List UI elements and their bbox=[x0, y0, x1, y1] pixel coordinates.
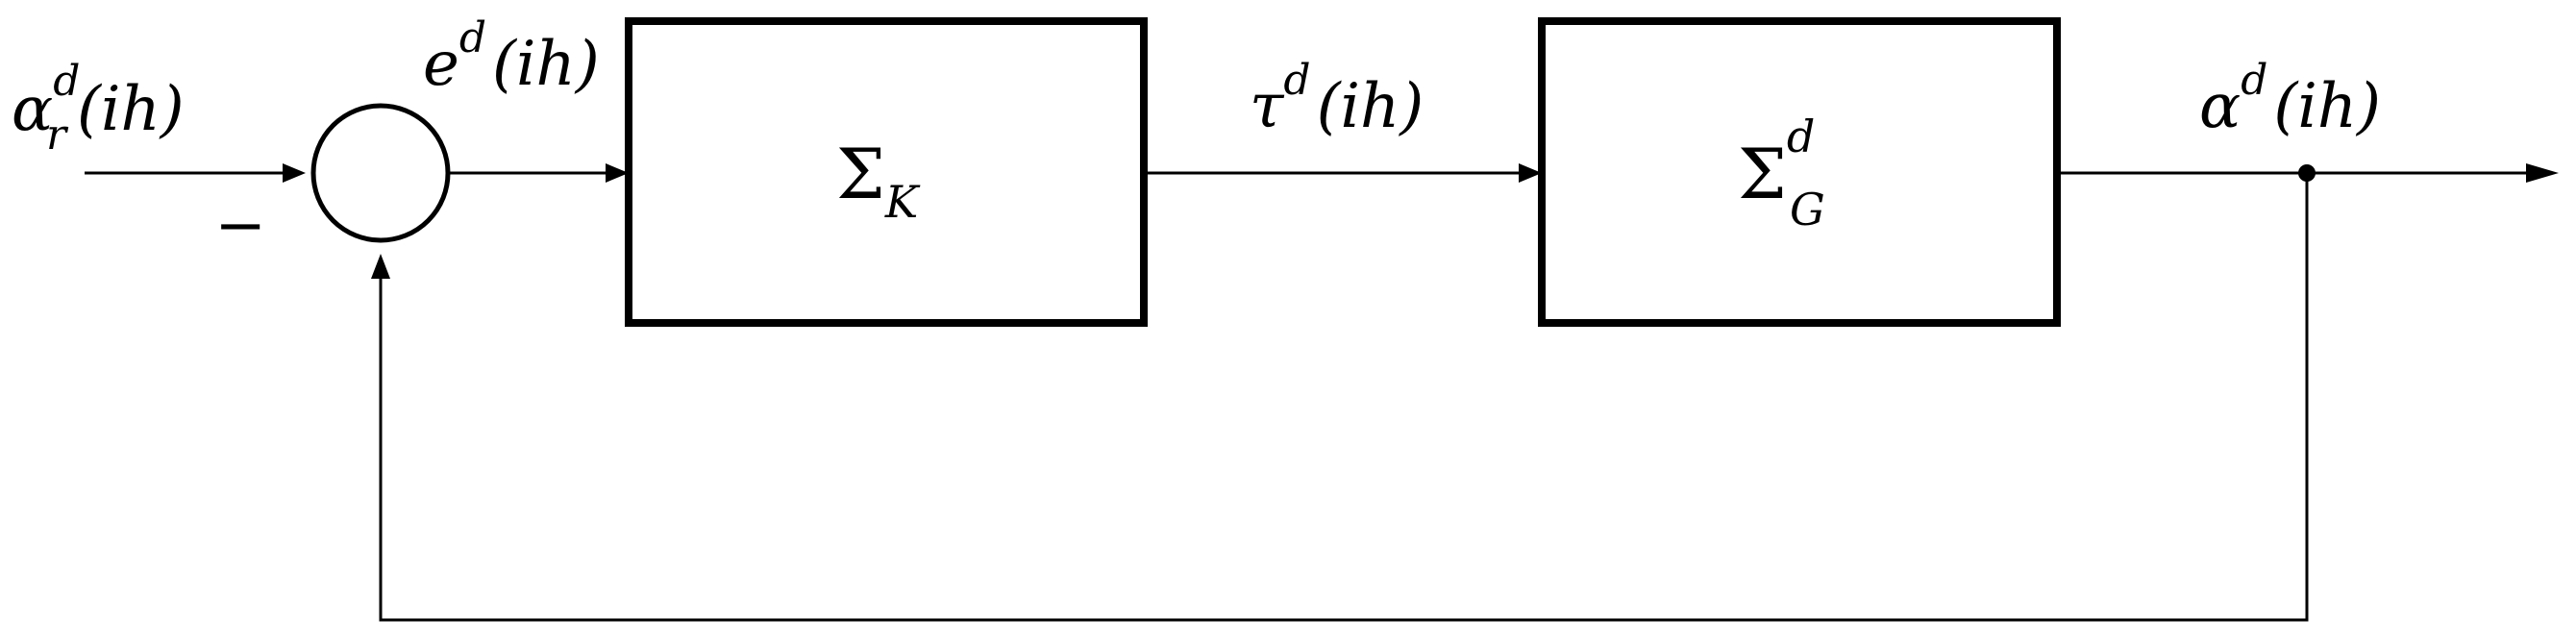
feedback-arrowhead bbox=[371, 254, 390, 279]
error-arrowhead bbox=[606, 163, 629, 183]
input-arrowhead bbox=[283, 163, 306, 183]
controller-block bbox=[625, 17, 1148, 327]
control-arrowhead bbox=[1519, 163, 1542, 183]
error-signal-label: ed(ih) bbox=[423, 13, 600, 100]
control-signal-label: τd(ih) bbox=[1250, 56, 1424, 142]
controller-block-label: ΣK bbox=[836, 134, 921, 228]
branch-point bbox=[2298, 164, 2316, 182]
output-signal-label: αd(ih) bbox=[2199, 56, 2381, 142]
junction-minus-sign: − bbox=[214, 190, 266, 261]
output-arrowhead bbox=[2526, 163, 2559, 183]
feedback-wire bbox=[379, 173, 2309, 622]
plant-block bbox=[1538, 17, 2061, 327]
summing-junction bbox=[310, 103, 451, 243]
